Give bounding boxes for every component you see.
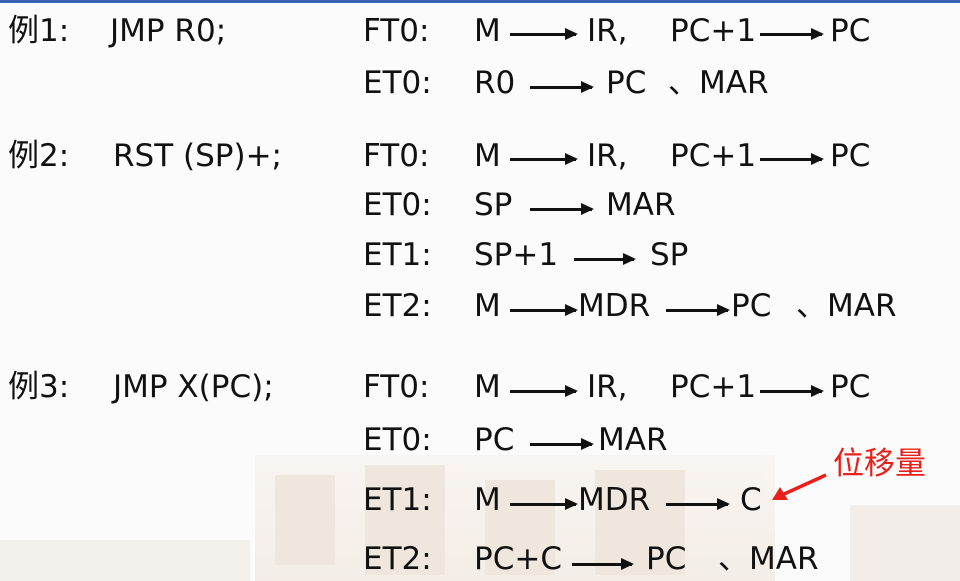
ex1-ft0-part: PC+1 — [670, 13, 757, 49]
ex2-et2-part: 、MAR — [796, 288, 897, 324]
ex3-ft0-arrow — [760, 385, 824, 397]
ex2-et1-phase: ET1: — [363, 237, 432, 273]
ex3-et1-arrow — [666, 498, 730, 510]
ex2-et2-part: MDR — [578, 288, 651, 324]
ex3-et0-part: PC — [474, 422, 515, 458]
ex3-et1-part: M — [474, 482, 501, 518]
ex2-et0-part: SP — [474, 187, 513, 223]
ex2-et2-part: M — [474, 288, 501, 324]
ex2-et2-phase: ET2: — [363, 288, 432, 324]
ex3-et2-part: PC+C — [474, 541, 562, 577]
ex2-et0-part: MAR — [606, 187, 676, 223]
ex3-ft0-part: PC+1 — [670, 369, 757, 405]
ex2-et0-arrow — [530, 203, 594, 215]
ex2-ft0-part: PC — [830, 138, 871, 174]
ex3-et1-part: C — [740, 482, 762, 518]
ex1-ft0-arrow — [510, 28, 578, 40]
annotation-arrow-icon — [772, 473, 827, 500]
ex3-et1-arrow — [510, 498, 578, 510]
ex3-ft0-part: IR, — [587, 369, 628, 405]
displacement-annotation: 位移量 — [833, 446, 926, 482]
ex2-et2-part: PC — [731, 288, 772, 324]
background-tree-image — [850, 505, 960, 581]
example-2-label: 例2: — [8, 138, 70, 174]
ex2-ft0-part: IR, — [587, 138, 628, 174]
ex2-et2-arrow — [510, 304, 578, 316]
example-3-label: 例3: — [8, 369, 70, 405]
ex3-et2-phase: ET2: — [363, 541, 432, 577]
ex1-et0-part: 、MAR — [668, 65, 769, 101]
ex2-et1-part: SP — [650, 237, 689, 273]
ex1-et0-part: PC — [606, 65, 647, 101]
ex1-et0-part: R0 — [474, 65, 516, 101]
ex3-et0-phase: ET0: — [363, 422, 432, 458]
ex3-et0-arrow — [530, 438, 594, 450]
ex1-ft0-part: M — [474, 13, 501, 49]
ex1-et0-arrow — [530, 81, 594, 93]
ex1-ft0-part: IR, — [587, 13, 628, 49]
ex2-et0-phase: ET0: — [363, 187, 432, 223]
ex3-et1-part: MDR — [578, 482, 651, 518]
ex3-et2-arrow — [572, 558, 634, 570]
example-1-label: 例1: — [8, 13, 70, 49]
ex2-et1-part: SP+1 — [474, 237, 559, 273]
ex2-ft0-arrow — [510, 153, 578, 165]
example-3-instruction: JMP X(PC); — [113, 369, 274, 405]
ex3-et2-part: PC — [646, 541, 687, 577]
ex3-ft0-part: PC — [830, 369, 871, 405]
ex1-ft0-arrow — [760, 28, 824, 40]
ex2-ft0-part: PC+1 — [670, 138, 757, 174]
ex3-ft0-arrow — [510, 385, 578, 397]
background-ground-image — [0, 540, 250, 581]
example-1-instruction: JMP R0; — [110, 13, 227, 49]
ex2-et2-arrow — [666, 304, 730, 316]
ex3-ft0-phase: FT0: — [363, 369, 430, 405]
ex1-ft0-part: PC — [830, 13, 871, 49]
example-2-instruction: RST (SP)+; — [113, 138, 282, 174]
ex3-et0-part: MAR — [598, 422, 668, 458]
ex1-et0-phase: ET0: — [363, 65, 432, 101]
ex3-et1-phase: ET1: — [363, 482, 432, 518]
top-border-line — [0, 0, 960, 3]
ex2-ft0-arrow — [760, 153, 824, 165]
ex2-ft0-phase: FT0: — [363, 138, 430, 174]
ex3-ft0-part: M — [474, 369, 501, 405]
ex2-ft0-part: M — [474, 138, 501, 174]
background-building-image — [255, 455, 775, 581]
ex2-et1-arrow — [574, 253, 636, 265]
ex1-ft0-phase: FT0: — [363, 13, 430, 49]
ex3-et2-part: 、MAR — [718, 541, 819, 577]
